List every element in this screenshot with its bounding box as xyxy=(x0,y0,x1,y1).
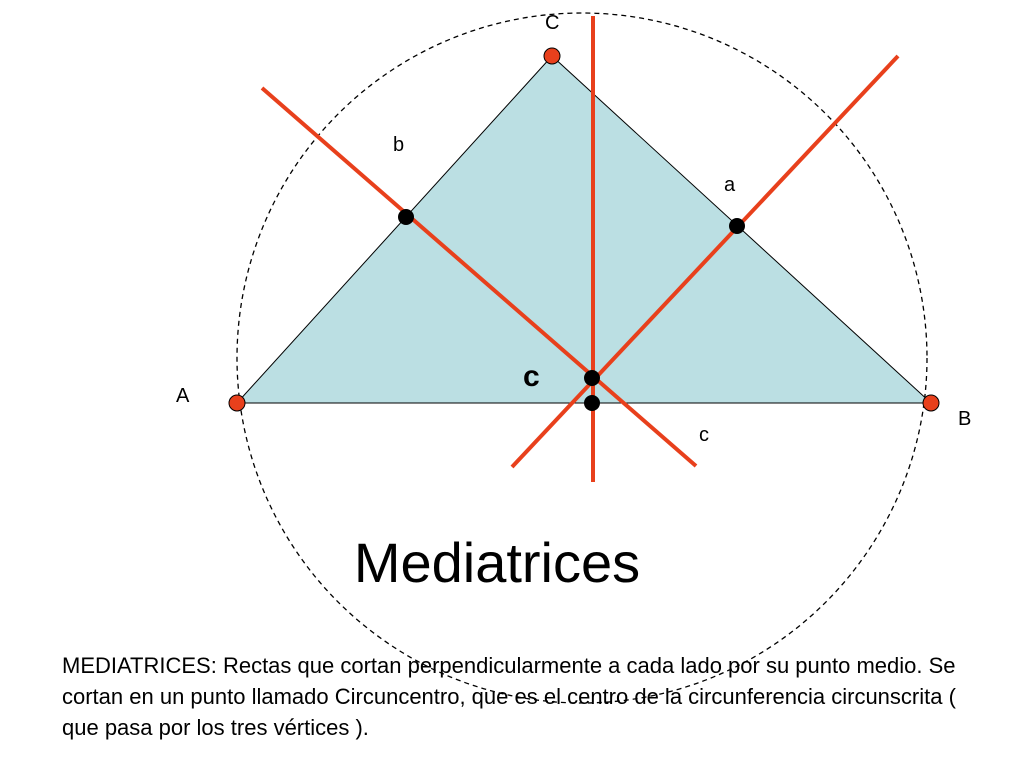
midpoint-side-b xyxy=(398,209,414,225)
vertex-b-label: B xyxy=(958,408,971,430)
description-text: MEDIATRICES: Rectas que cortan perpendic… xyxy=(62,653,956,740)
slide-title: Mediatrices xyxy=(353,531,641,594)
vertex-a-point xyxy=(228,394,246,412)
bisector-side-b xyxy=(260,86,698,468)
side-a-label: a xyxy=(724,174,736,196)
midpoint-side-a xyxy=(729,218,745,234)
bisector-side-a xyxy=(510,54,900,469)
vertex-c-point xyxy=(543,47,561,65)
circumcenter-point xyxy=(584,370,600,386)
side-b-label: b xyxy=(393,134,404,156)
circumcenter-label: c xyxy=(523,360,540,393)
side-c-label: c xyxy=(699,424,709,446)
triangle xyxy=(235,55,933,404)
midpoint-side-c xyxy=(584,395,600,411)
vertex-b-point xyxy=(922,394,940,412)
circumscribed-circle xyxy=(236,12,928,704)
vertex-a-label: A xyxy=(176,385,190,407)
vertex-c-label: C xyxy=(545,12,559,34)
